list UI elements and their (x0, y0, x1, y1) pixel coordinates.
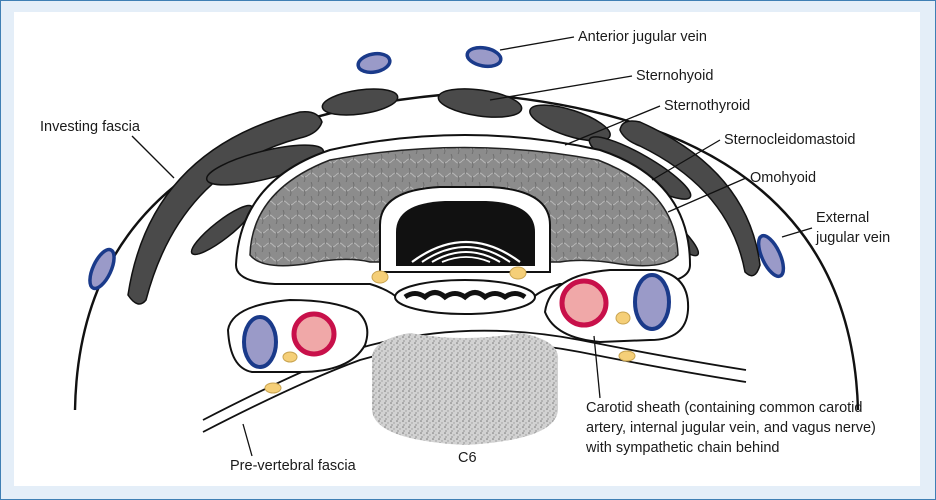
external-jugular-vein-left (85, 246, 119, 292)
sympathetic-chain-left (265, 383, 281, 393)
anterior-jugular-vein-left (357, 51, 392, 74)
leader-sternohyoid (490, 76, 632, 100)
label-sternocleidomastoid: Sternocleidomastoid (724, 132, 855, 148)
leader-investing-fascia (132, 136, 174, 178)
common-carotid-artery-left (294, 314, 334, 354)
sternohyoid-right (437, 84, 524, 121)
vagus-nerve-right (616, 312, 630, 324)
label-carotid-sheath-line1: Carotid sheath (containing common caroti… (586, 400, 862, 416)
leader-anterior-jugular-vein (500, 37, 574, 50)
label-investing-fascia: Investing fascia (40, 119, 141, 135)
label-carotid-sheath-line3: with sympathetic chain behind (585, 440, 779, 456)
common-carotid-artery-right (562, 281, 606, 325)
c6-vertebra (372, 333, 558, 445)
label-external-jugular-vein-line2: jugular vein (815, 230, 890, 246)
anterior-jugular-vein-right (466, 45, 503, 69)
internal-jugular-vein-left (244, 317, 276, 367)
label-carotid-sheath-line2: artery, internal jugular vein, and vagus… (586, 420, 876, 436)
internal-jugular-vein-right (635, 275, 669, 329)
label-c6: C6 (458, 450, 477, 466)
leader-pre-vertebral-fascia (243, 424, 252, 456)
label-pre-vertebral-fascia: Pre-vertebral fascia (230, 458, 357, 474)
leader-external-jugular-vein (782, 228, 812, 237)
label-external-jugular-vein-line1: External (816, 210, 869, 226)
label-sternohyoid: Sternohyoid (636, 68, 713, 84)
label-omohyoid: Omohyoid (750, 170, 816, 186)
vagus-nerve-left (283, 352, 297, 362)
label-sternothyroid: Sternothyroid (664, 98, 750, 114)
sternohyoid-left (321, 85, 400, 119)
recurrent-laryngeal-nerve-left (372, 271, 388, 283)
sympathetic-chain-right (619, 351, 635, 361)
recurrent-laryngeal-nerve-right (510, 267, 526, 279)
label-anterior-jugular-vein: Anterior jugular vein (578, 29, 707, 45)
leader-carotid-sheath (594, 336, 600, 398)
